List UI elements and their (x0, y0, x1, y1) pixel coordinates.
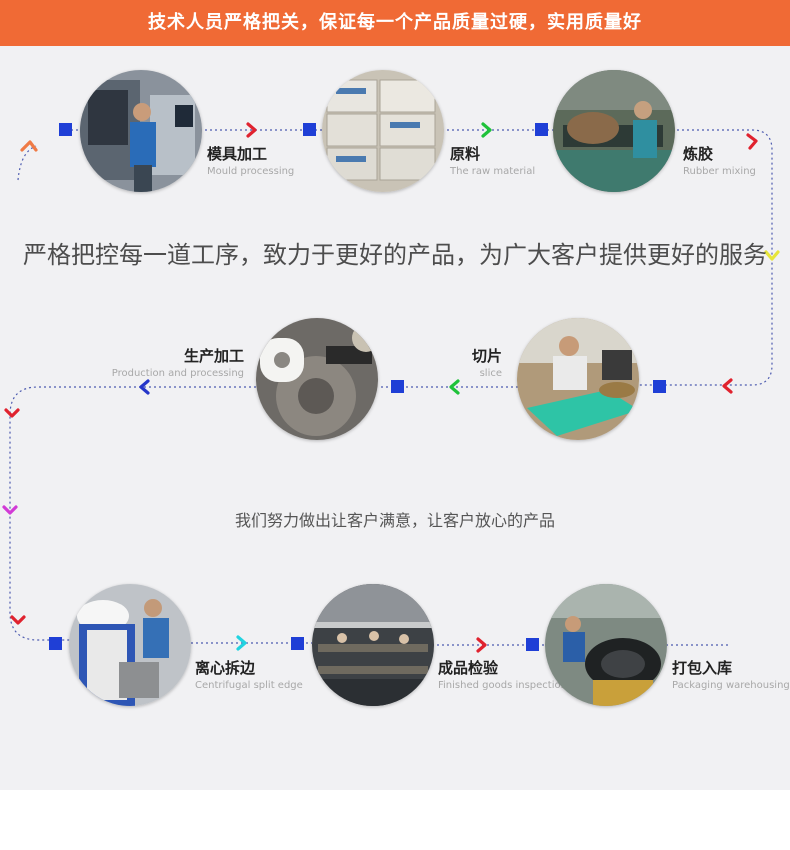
step-title: 打包入库 (672, 659, 733, 677)
step-label-production: 生产加工 Production and processing (100, 345, 244, 379)
chevron-left-icon (139, 379, 150, 395)
cnc-machine-photo (80, 70, 202, 192)
step-label-packaging: 打包入库 Packaging warehousing (672, 657, 790, 691)
flow-markers (49, 123, 666, 651)
inspection-hall-photo (312, 584, 434, 706)
header-banner: 技术人员严格把关，保证每一个产品质量过硬，实用质量好 (0, 0, 790, 46)
chevron-up-icon (20, 140, 38, 152)
step-label-inspection: 成品检验 Finished goods inspection (438, 657, 567, 691)
step-subtitle: Production and processing (111, 368, 244, 379)
step-label-mixing: 炼胶 Rubber mixing (683, 143, 756, 177)
step-label-material: 原料 The raw material (450, 143, 535, 177)
step-title: 模具加工 (207, 145, 268, 163)
rubber-mill-photo (553, 70, 675, 192)
slogan-primary: 严格把控每一道工序，致力于更好的产品，为广大客户提供更好的服务 (23, 241, 767, 269)
chevron-right-icon (476, 637, 487, 653)
chevron-right-icon (246, 122, 257, 138)
packaging-photo (545, 584, 667, 706)
press-mold-photo (256, 318, 378, 440)
chevron-down-icon (10, 615, 26, 625)
material-boxes-photo (322, 70, 444, 192)
step-subtitle: Rubber mixing (683, 166, 756, 177)
centrifuge-photo (69, 584, 191, 706)
step-subtitle: slice (479, 368, 502, 379)
chevron-right-icon (746, 133, 758, 150)
chevron-down-icon (764, 250, 780, 261)
slogan-secondary: 我们努力做出让客户满意，让客户放心的产品 (234, 511, 555, 530)
step-title: 离心拆边 (195, 659, 256, 677)
chevron-down-icon (2, 505, 18, 515)
step-label-centrifugal: 离心拆边 Centrifugal split edge (195, 657, 303, 691)
step-subtitle: Centrifugal split edge (195, 680, 303, 691)
step-label-mould: 模具加工 Mould processing (207, 143, 294, 177)
step-label-slice: 切片 slice (420, 345, 502, 379)
step-title: 切片 (471, 347, 502, 365)
step-title: 炼胶 (683, 145, 714, 163)
step-title: 成品检验 (438, 659, 499, 677)
step-title: 生产加工 (183, 347, 244, 365)
cutting-table-photo (517, 318, 639, 440)
chevron-down-icon (4, 408, 20, 418)
chevron-right-icon (236, 635, 247, 651)
step-subtitle: Mould processing (207, 166, 295, 177)
step-title: 原料 (450, 145, 481, 163)
chevron-left-icon (449, 379, 460, 395)
step-subtitle: The raw material (450, 166, 536, 177)
chevron-left-icon (722, 378, 733, 394)
step-subtitle: Finished goods inspection (438, 680, 567, 691)
step-subtitle: Packaging warehousing (672, 680, 790, 691)
chevron-right-icon (481, 122, 492, 138)
